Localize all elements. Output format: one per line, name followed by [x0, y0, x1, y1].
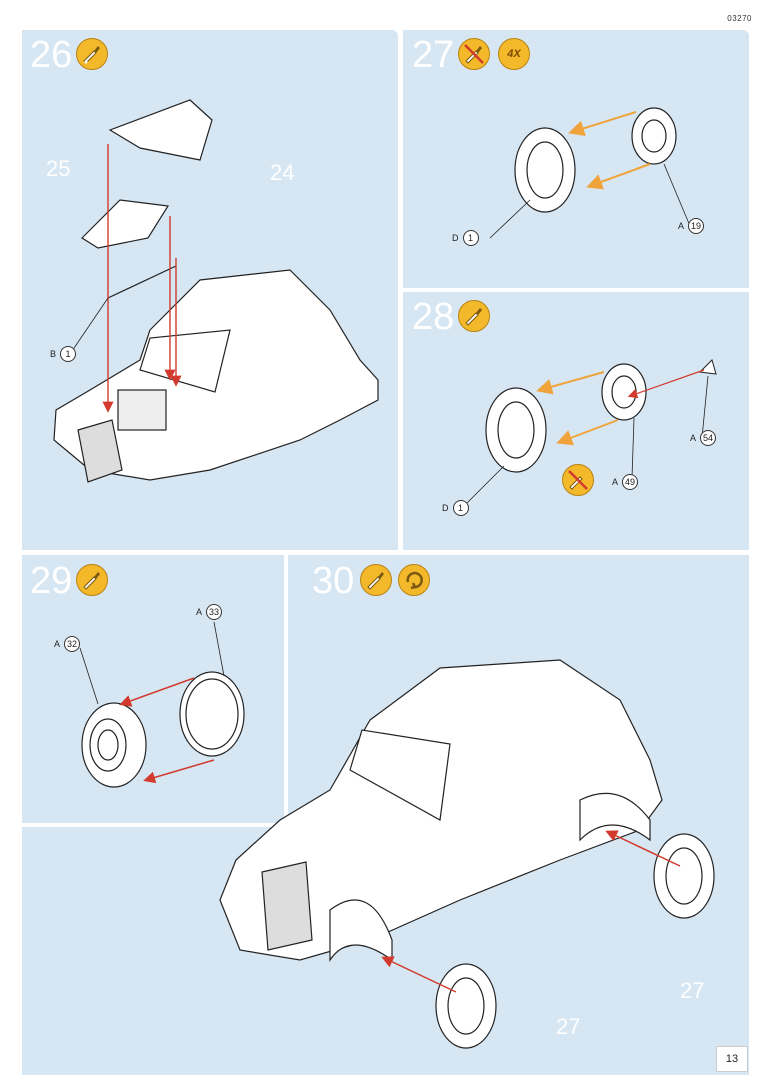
step-28-tire: [485, 387, 547, 473]
step-27-panel: [403, 30, 749, 288]
step-27-tire: [514, 127, 576, 213]
part-label-a33: A 33: [196, 604, 223, 620]
quantity-label: 4X: [507, 48, 521, 60]
step-30-number: 30: [312, 560, 355, 602]
part-label-d1: D 1: [442, 500, 469, 516]
step-28-hub: [601, 363, 647, 421]
step-27-number: 27: [412, 34, 455, 76]
step-27-hub: [631, 107, 677, 165]
step-29-number: 29: [30, 560, 73, 602]
step-30-rear-wheel: [653, 833, 715, 919]
glue-icon: [360, 564, 392, 596]
step-29-wheel: [81, 702, 147, 788]
ref-step-24: 24: [270, 160, 295, 185]
part-label-a49: A 49: [612, 474, 639, 490]
quantity-badge: 4X: [498, 38, 530, 70]
leader-lines: [69, 163, 709, 705]
step-28-arrows: [536, 369, 705, 446]
step-29-arrows: [119, 677, 215, 784]
no-glue-icon: [458, 38, 490, 70]
step-27-arrows: [568, 111, 651, 190]
no-glue-icon: [562, 464, 594, 496]
step-30-front-wheel: [435, 963, 497, 1049]
step-26-number: 26: [30, 34, 73, 76]
glue-icon: [458, 300, 490, 332]
step-26-car-body: [53, 269, 379, 483]
step-26-arrows: [102, 144, 182, 413]
part-label-a32: A 32: [54, 636, 81, 652]
step-28-hubcap: [698, 359, 717, 375]
ref-step-25: 25: [46, 156, 71, 181]
part-label-b1: B 1: [50, 346, 77, 362]
part-label-a19: A 19: [678, 218, 705, 234]
ref-step-27: 27: [556, 1014, 581, 1039]
part-label-a54: A 54: [690, 430, 717, 446]
turn-over-icon: [398, 564, 430, 596]
step-30-arrows: [381, 830, 681, 993]
step-29-ring: [179, 671, 245, 757]
document-code: 03270: [727, 14, 752, 23]
glue-icon: [76, 38, 108, 70]
step-28-number: 28: [412, 296, 455, 338]
step-30-car-body: [219, 659, 663, 962]
glue-icon: [76, 564, 108, 596]
part-label-d1: D 1: [452, 230, 479, 246]
step-26-hood-part: [81, 99, 213, 299]
ref-step-27: 27: [680, 978, 705, 1003]
page-number: 13: [716, 1046, 748, 1072]
